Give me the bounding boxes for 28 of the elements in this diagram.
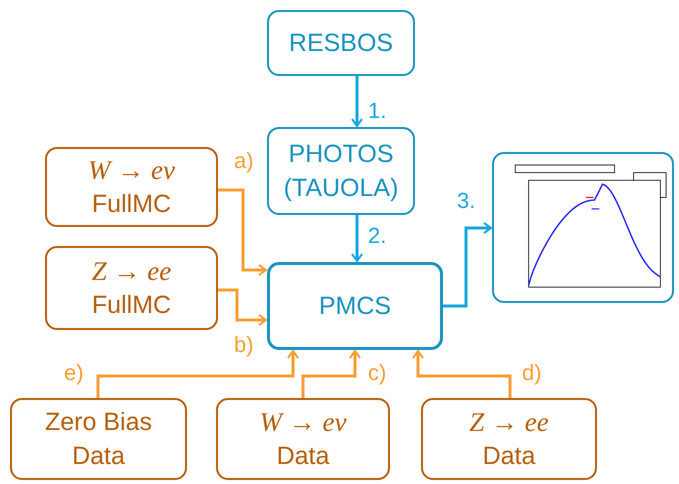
node-text: PHOTOS (TAUOLA): [282, 139, 400, 204]
process-box: [45, 246, 218, 330]
node-text: RESBOS: [288, 28, 394, 59]
process-box: [45, 147, 218, 227]
node-text: PMCS: [318, 291, 392, 322]
process-formula: Z → ee: [92, 255, 172, 288]
process-box: [267, 10, 415, 76]
arrow: [351, 76, 363, 127]
arrow: [302, 350, 361, 398]
process-formula: W → eν: [260, 406, 346, 439]
node-text: FullMC: [92, 189, 172, 220]
process-box: [267, 262, 443, 350]
arrow: [218, 188, 267, 276]
arrow: [218, 288, 267, 326]
node-text: FullMC: [92, 290, 172, 321]
process-formula: W → eν: [88, 154, 175, 187]
process-box: [267, 127, 415, 215]
node-text: Zero Bias Data: [44, 407, 153, 472]
process-box: [421, 398, 597, 480]
node-text: Data: [482, 441, 536, 472]
node-text: Data: [276, 441, 330, 472]
arrow: [96, 350, 299, 398]
arrow: [351, 215, 363, 262]
process-box: [10, 398, 187, 480]
arrow: [412, 350, 512, 398]
process-box: [216, 398, 390, 480]
process-formula: Z → ee: [469, 406, 549, 439]
arrow: [443, 222, 492, 308]
